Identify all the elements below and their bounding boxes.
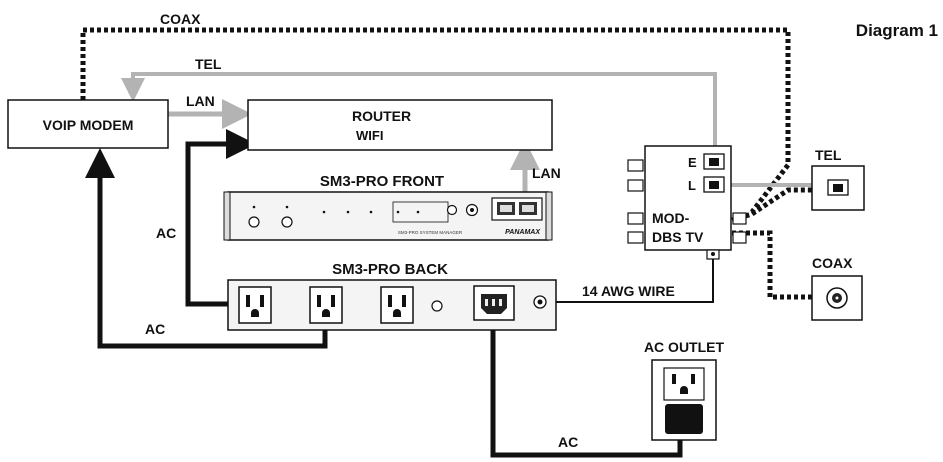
lan-front-router-label: LAN [532,165,561,181]
ac-outlet-label: AC OUTLET [644,339,725,355]
ac-wall-outlet [651,359,717,441]
sm3-front-panel: SM3-PRO SYSTEM MANAGER PANAMAX [223,191,553,241]
ac-wire-modem [85,148,328,349]
mod-connector-left-3 [627,212,644,225]
mod-connector-left-4 [627,231,644,244]
tel-wire [121,72,717,155]
coax-top-label: COAX [160,11,201,27]
ac-wire-outlet [490,320,683,458]
sm3-front-label: SM3-PRO FRONT [320,173,444,190]
ac-router-label: AC [156,225,176,241]
front-led-4 [396,210,400,214]
ground-wire-label: 14 AWG WIRE [582,283,675,299]
mod-connector-right-2 [732,231,747,244]
mod-port-e-label: E [688,155,697,170]
mod-label-line1: MOD- [652,210,690,226]
sm3-back-panel [227,279,557,331]
back-ac-inlet [473,285,515,321]
diagram-title: Diagram 1 [856,21,938,40]
mod-dbs-tv-box: E L MOD- DBS TV [627,145,747,260]
front-caption: SM3-PRO SYSTEM MANAGER [398,230,463,235]
router-label: ROUTER [352,108,411,124]
coax-jack-label: COAX [812,255,853,271]
front-led-5 [416,210,420,214]
front-knob-2 [281,216,293,228]
tel-jack-label: TEL [815,147,842,163]
tel-top-label: TEL [195,56,222,72]
voip-modem-label: VOIP MODEM [43,117,134,133]
back-outlet-1 [238,286,272,324]
front-led-1 [322,210,326,214]
front-knob-1 [248,216,260,228]
mod-port-l-label: L [688,178,696,193]
mod-connector-left-2 [627,179,644,192]
back-outlet-3 [380,286,414,324]
ac-plug [665,404,703,434]
ac-wire-router [185,129,256,307]
front-led-3 [369,210,373,214]
brand-logo: PANAMAX [505,229,541,236]
back-outlet-2 [309,286,343,324]
sm3-back-label: SM3-PRO BACK [332,261,448,278]
ac-outlet-cord-label: AC [558,434,578,450]
voip-modem-box: VOIP MODEM [7,99,169,149]
router-box: ROUTER WIFI [247,99,553,151]
mod-connector-right-1 [732,212,747,225]
mod-connector-left-1 [627,159,644,172]
back-breaker [431,300,443,312]
coax-wall-jack [811,275,863,321]
lan-modem-router-label: LAN [186,93,215,109]
router-wifi-label: WIFI [356,128,383,143]
ac-modem-label: AC [145,321,165,337]
ground-wire [545,258,714,303]
tel-wall-jack [811,165,865,211]
coax-wire-bottom [732,230,820,300]
front-coax-port [446,204,458,216]
mod-label-line2: DBS TV [652,229,704,245]
front-led-2 [346,210,350,214]
